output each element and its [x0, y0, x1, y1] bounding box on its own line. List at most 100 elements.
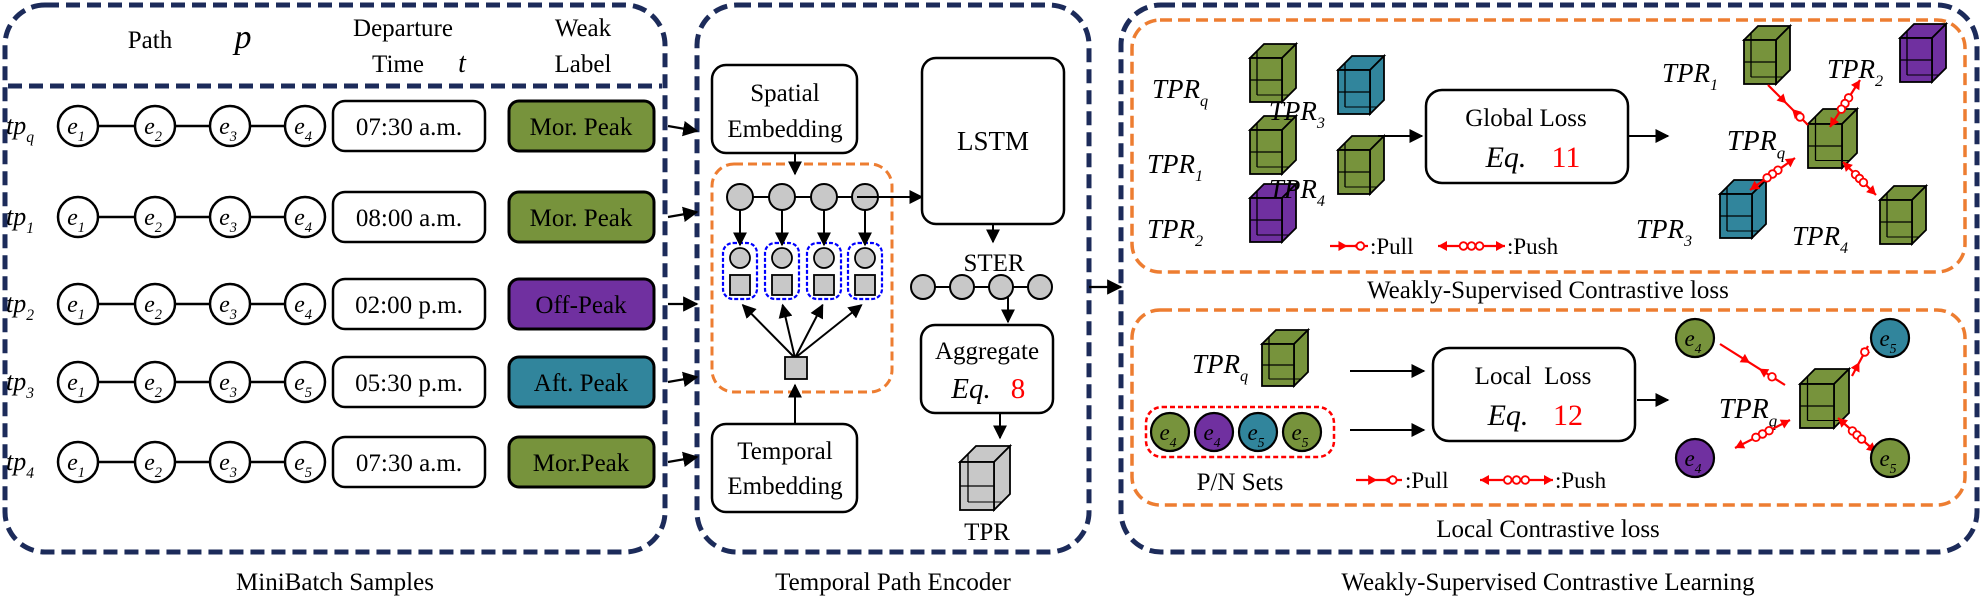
- pull-link: [1330, 241, 1368, 251]
- edge-node: [283, 195, 327, 239]
- weak-label-badge: [507, 99, 656, 153]
- fusion-region: [710, 162, 894, 394]
- push-link: [1749, 157, 1796, 191]
- edge-label: e1: [67, 370, 85, 401]
- pull-link: [1767, 84, 1809, 126]
- edge-label: e5: [294, 450, 312, 481]
- departure-time-box: [331, 277, 487, 331]
- departure-time-box: [331, 435, 487, 489]
- sample-path-id: tp3: [6, 367, 34, 402]
- spatial-node: [810, 183, 838, 211]
- set-node-label: e5: [1291, 420, 1308, 450]
- local-loss-box: Local Loss Eq. 12: [1431, 346, 1637, 443]
- set-node-label: e4: [1203, 420, 1220, 450]
- local-caption: Local Contrastive loss: [1436, 516, 1660, 543]
- set-node: [1281, 411, 1323, 453]
- minibatch-caption: MiniBatch Samples: [236, 569, 434, 596]
- edge-node: [56, 282, 100, 326]
- edge-label: e1: [67, 205, 85, 236]
- spatial-node: [726, 183, 754, 211]
- set-node: [1193, 411, 1235, 453]
- ster-label: STER: [963, 250, 1024, 277]
- tpr-cube-anchor: [1797, 366, 1852, 431]
- neighbor-node: [1869, 317, 1911, 359]
- departure-header-line2: Time: [372, 51, 424, 78]
- weak-label-header: Weak Label: [555, 15, 612, 78]
- spatial-embedding-node: [771, 247, 793, 269]
- set-node: [1149, 411, 1191, 453]
- tpr-q-label: TPRq: [1192, 349, 1248, 385]
- edge-node: [208, 195, 252, 239]
- temporal-embedding-box: Temporal Embedding: [710, 422, 859, 514]
- local-pull-label: :Pull: [1405, 468, 1448, 493]
- ster-node: [988, 274, 1014, 300]
- global-loss-title: Global Loss: [1465, 105, 1587, 132]
- neighbor-node-label: e4: [1684, 446, 1701, 476]
- edge-node: [283, 282, 327, 326]
- ster-node: [949, 274, 975, 300]
- tpr-cube-purple: [1897, 21, 1949, 85]
- global-eq: Eq.: [1485, 141, 1527, 174]
- tpr-4-label: TPR4: [1792, 221, 1848, 257]
- departure-time: 05:30 p.m.: [355, 370, 463, 397]
- ster-node: [1027, 274, 1053, 300]
- tpr-cube-anchor: [1805, 106, 1860, 171]
- pull-link: [1850, 345, 1871, 377]
- weak-label-text: Aft. Peak: [534, 370, 629, 397]
- global-loss-box: Global Loss Eq. 11: [1424, 88, 1630, 185]
- local-legend: :Pull :Push: [1356, 468, 1607, 493]
- aggregate-box: Aggregate Eq. 8: [919, 323, 1055, 415]
- tpr-q-label: TPRq: [1719, 394, 1777, 430]
- local-eq-num: 12: [1553, 399, 1583, 432]
- spatial-embedding-node: [729, 247, 751, 269]
- encoder-caption: Temporal Path Encoder: [775, 569, 1011, 596]
- weak-label-badge: [507, 435, 656, 489]
- aggregate-eq-num: 8: [1011, 373, 1026, 405]
- edge-label: e3: [219, 205, 237, 236]
- tpr-cube-teal: [1717, 177, 1769, 241]
- tpr-2-label: TPR2: [1147, 214, 1203, 250]
- edge-node: [56, 104, 100, 148]
- edge-label: e3: [219, 370, 237, 401]
- departure-time: 07:30 a.m.: [356, 114, 462, 141]
- global-caption: Weakly-Supervised Contrastive loss: [1367, 277, 1729, 304]
- tpr-4-label: TPR4: [1269, 174, 1325, 210]
- minibatch-to-encoder-arrows: [667, 121, 699, 467]
- edge-node: [56, 440, 100, 484]
- tpr-cube-green: [1335, 133, 1387, 197]
- edge-label: e1: [67, 114, 85, 145]
- departure-header: Departure Time t: [353, 15, 467, 79]
- push-link: [1480, 475, 1553, 485]
- departure-time-box: [331, 190, 487, 244]
- tpr-1-label: TPR1: [1147, 149, 1203, 185]
- push-symbol: [1480, 475, 1553, 485]
- neighbor-node-label: e5: [1879, 326, 1896, 356]
- edge-node: [133, 282, 177, 326]
- temporal-embedding-node: [813, 274, 835, 296]
- encoder-panel-border: [694, 2, 1092, 555]
- spatial-embedding-node: [813, 247, 835, 269]
- departure-header-line1: Departure: [353, 15, 453, 42]
- spatial-embedding-node: [854, 247, 876, 269]
- set-node: [1237, 411, 1279, 453]
- edge-label: e4: [294, 292, 312, 323]
- pull-symbol: [1330, 241, 1368, 251]
- edge-label: e1: [67, 292, 85, 323]
- edge-node: [208, 282, 252, 326]
- push-link: [1438, 241, 1505, 251]
- tpr-cube-green: [1259, 327, 1311, 389]
- sample-path-id: tp1: [6, 202, 34, 237]
- pull-link: [1356, 475, 1402, 485]
- fusion-nodes: [721, 183, 924, 380]
- departure-time-box: [331, 99, 487, 153]
- pull-symbol: [1356, 475, 1402, 485]
- neighbor-node: [1674, 437, 1716, 479]
- departure-time: 02:00 p.m.: [355, 292, 463, 319]
- weak-label-text: Mor.Peak: [533, 450, 630, 477]
- edge-label: e4: [294, 205, 312, 236]
